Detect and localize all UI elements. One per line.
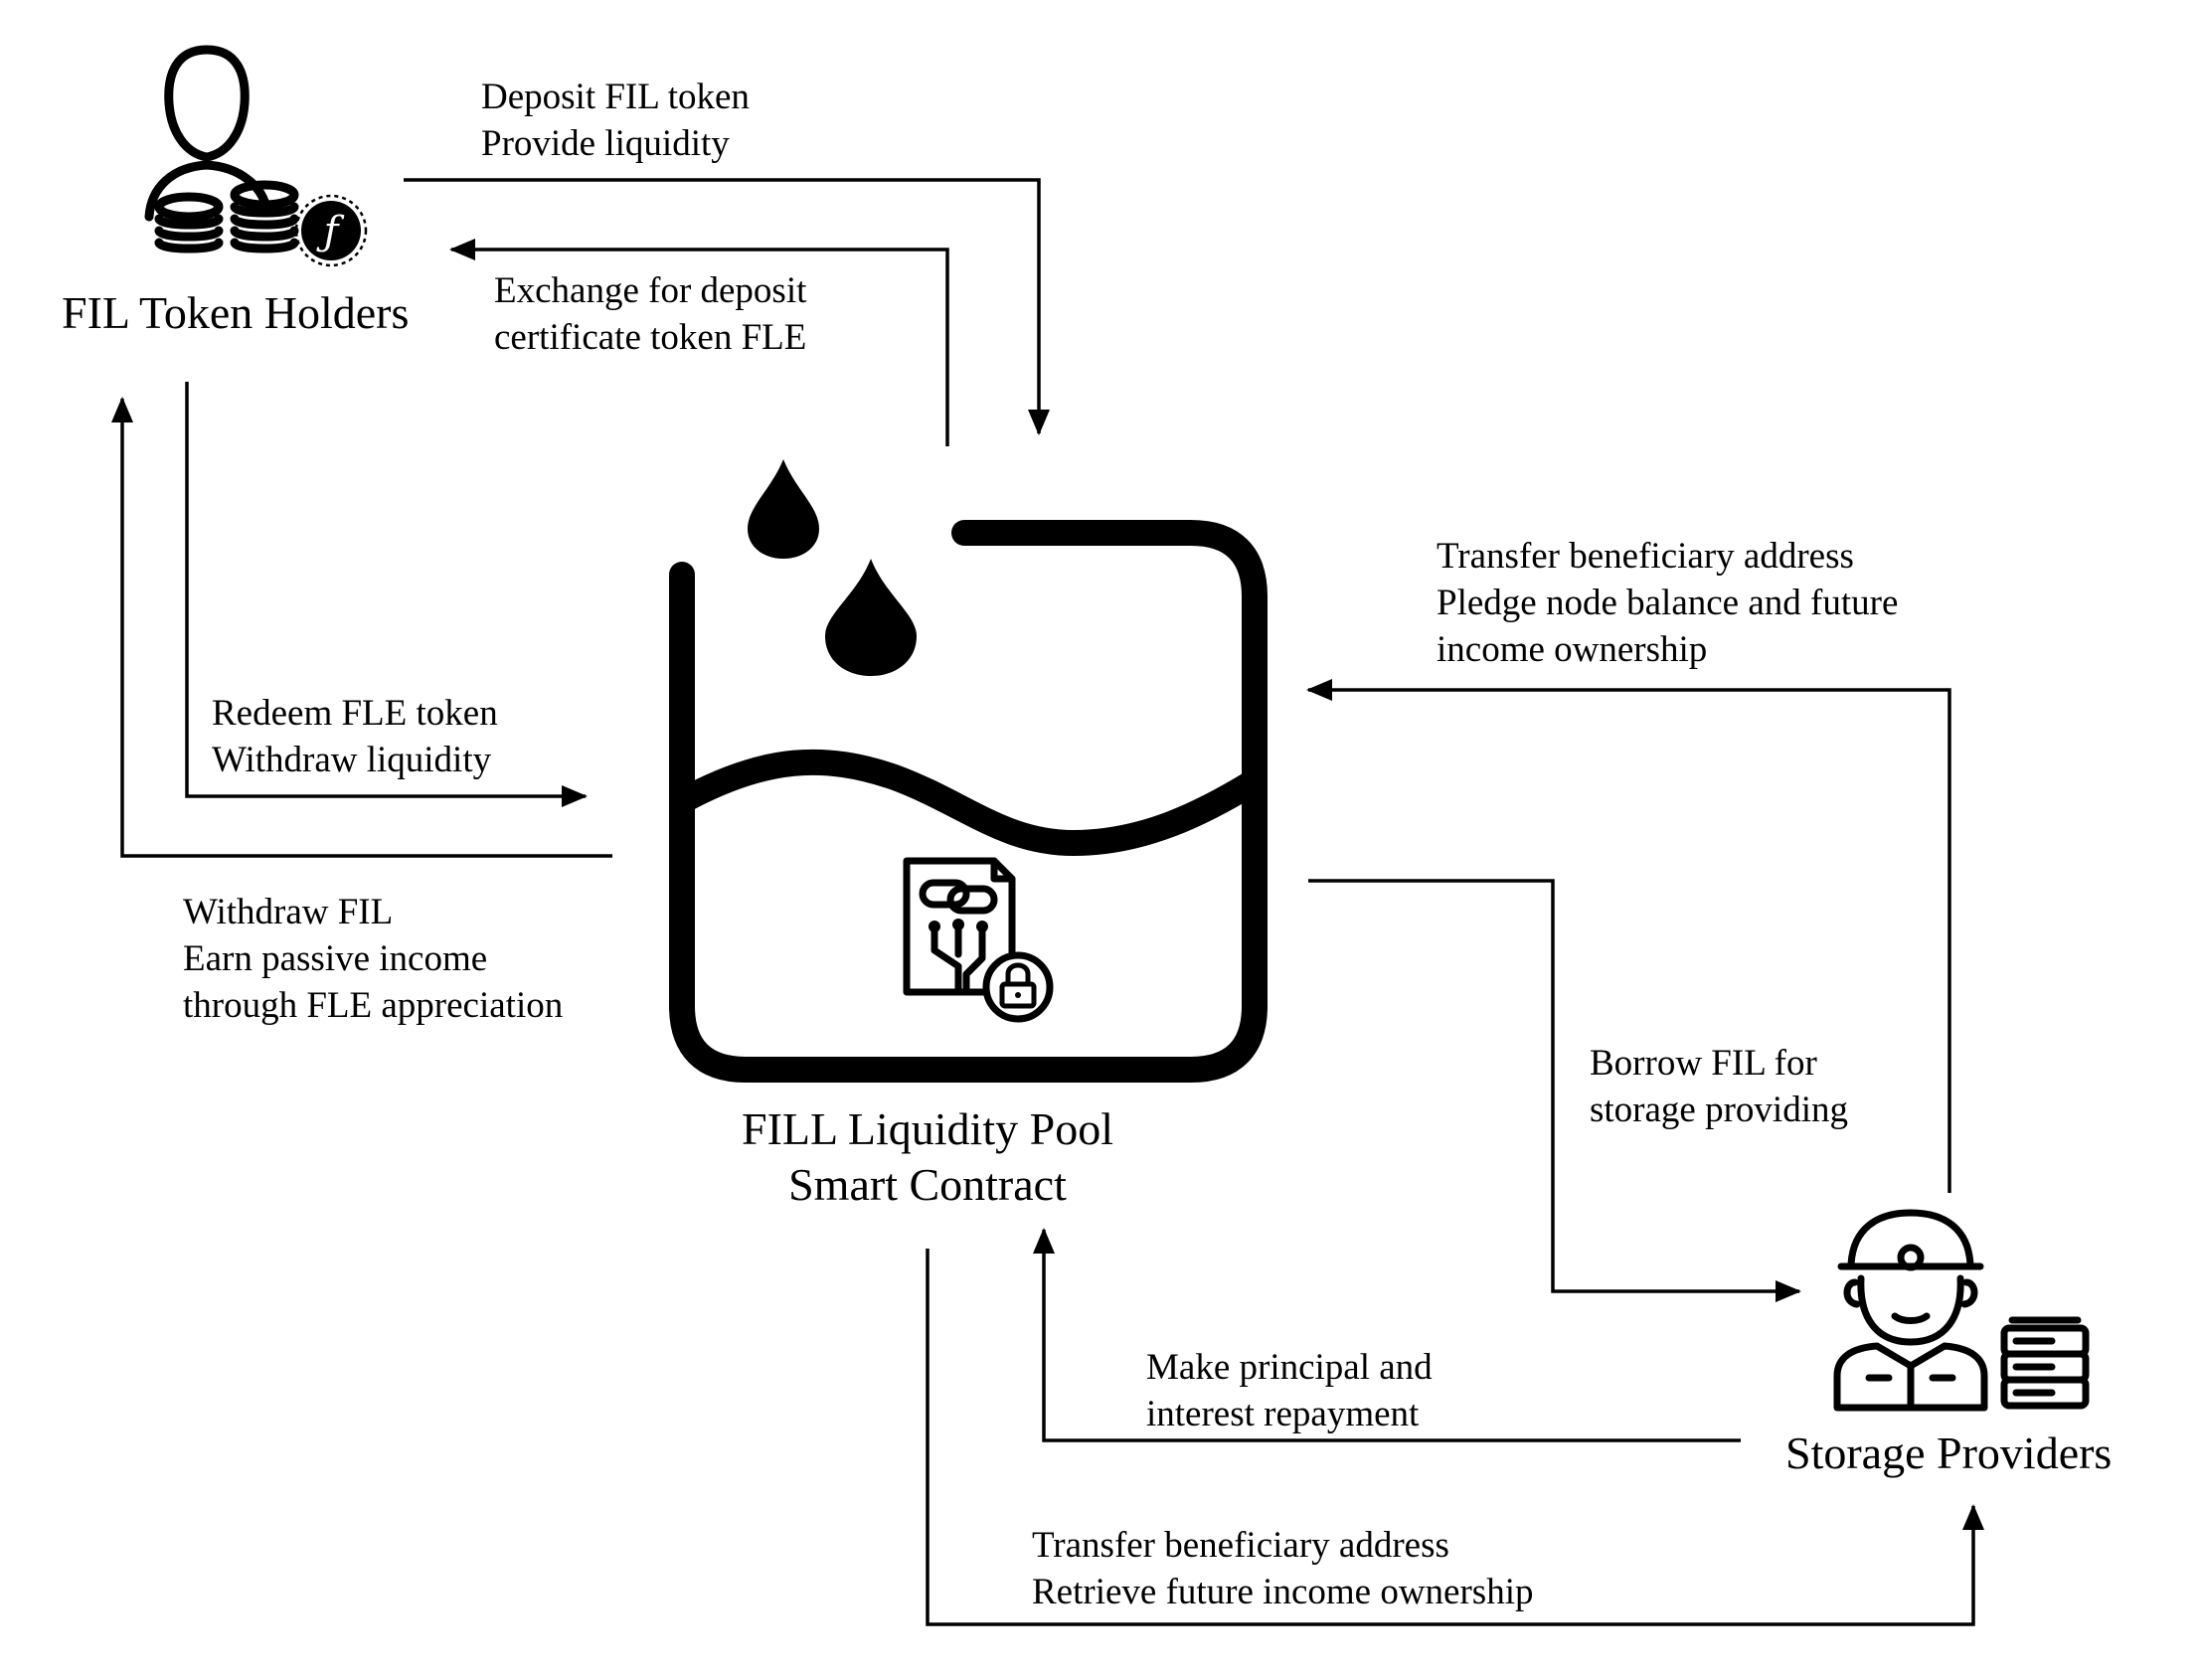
label-pledge: Transfer beneficiary address Pledge node… — [1437, 533, 1898, 673]
label-line: Withdraw FIL — [183, 892, 394, 932]
label-deposit: Deposit FIL token Provide liquidity — [481, 74, 750, 167]
label-line: Deposit FIL token — [481, 77, 750, 117]
exchange-arrow — [449, 239, 949, 446]
label-line: certificate token FLE — [494, 317, 807, 358]
label-line: Earn passive income — [183, 938, 488, 979]
node-liquidity-pool: FILL Liquidity Pool Smart Contract — [742, 1101, 1113, 1213]
label-redeem: Redeem FLE token Withdraw liquidity — [212, 690, 498, 783]
pledge-arrow — [1306, 679, 1951, 1193]
label-line: Withdraw liquidity — [212, 740, 492, 780]
filecoin-token-icon: ƒ — [294, 194, 368, 267]
label-line: Transfer beneficiary address — [1032, 1525, 1449, 1566]
node-title: FIL Token Holders — [62, 287, 410, 338]
repay-arrow — [1033, 1228, 1741, 1442]
node-fil-token-holders: FIL Token Holders — [62, 285, 409, 341]
node-title-line1: FILL Liquidity Pool — [742, 1103, 1113, 1154]
label-line: Pledge node balance and future — [1437, 583, 1899, 623]
node-storage-providers: Storage Providers — [1785, 1426, 2112, 1481]
label-line: Borrow FIL for — [1590, 1043, 1817, 1084]
label-repay: Make principal and interest repayment — [1146, 1344, 1433, 1437]
liquidity-pool-tank-icon — [669, 459, 1268, 1083]
redeem-arrow — [185, 382, 588, 807]
label-line: Redeem FLE token — [212, 693, 498, 734]
label-line: Exchange for deposit — [494, 270, 807, 311]
worker-with-server-icon — [1833, 1209, 2090, 1412]
node-title: Storage Providers — [1785, 1428, 2113, 1478]
label-borrow: Borrow FIL for storage providing — [1590, 1040, 1848, 1133]
withdraw-arrow — [111, 397, 612, 858]
borrow-arrow — [1308, 879, 1801, 1302]
label-line: storage providing — [1590, 1090, 1848, 1130]
label-withdraw: Withdraw FIL Earn passive income through… — [183, 889, 563, 1029]
label-line: Provide liquidity — [481, 123, 730, 164]
person-with-coins-icon — [144, 45, 299, 253]
deposit-arrow — [404, 178, 1050, 435]
label-line: Retrieve future income ownership — [1032, 1572, 1534, 1612]
label-line: Make principal and — [1146, 1347, 1433, 1388]
label-line: income ownership — [1437, 629, 1708, 670]
label-line: through FLE appreciation — [183, 985, 564, 1026]
label-line: Transfer beneficiary address — [1437, 536, 1854, 577]
node-title-line2: Smart Contract — [788, 1159, 1067, 1210]
label-retrieve: Transfer beneficiary address Retrieve fu… — [1032, 1522, 1533, 1615]
label-line: interest repayment — [1146, 1394, 1420, 1434]
label-exchange: Exchange for deposit certificate token F… — [494, 267, 806, 361]
retrieve-arrow — [926, 1249, 1984, 1626]
